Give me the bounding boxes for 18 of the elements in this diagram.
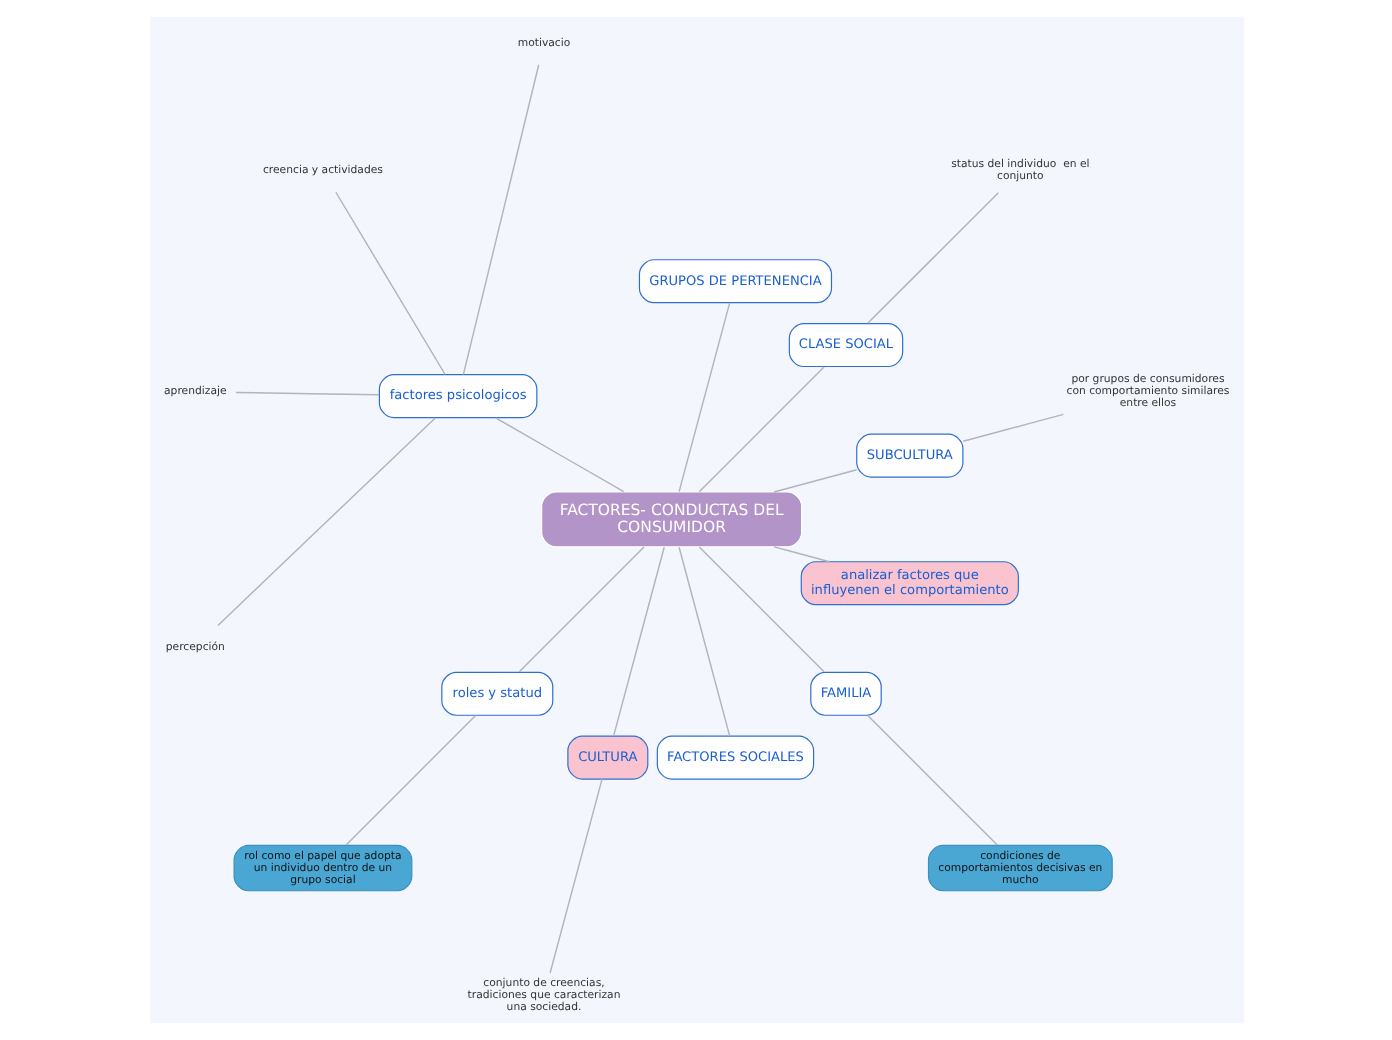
connector <box>866 714 997 846</box>
connector <box>866 192 999 325</box>
connector <box>697 546 824 673</box>
connector <box>234 391 379 396</box>
connector <box>548 778 602 974</box>
connector <box>677 546 730 737</box>
connector <box>611 546 664 737</box>
connector <box>334 191 445 376</box>
connector <box>216 417 435 627</box>
connector <box>772 469 857 493</box>
connector <box>344 714 476 846</box>
connector <box>677 302 730 493</box>
connector <box>493 417 624 493</box>
connector <box>961 413 1064 442</box>
connector <box>461 64 539 376</box>
connector <box>697 366 824 493</box>
connector <box>772 546 830 563</box>
connector <box>517 546 644 673</box>
